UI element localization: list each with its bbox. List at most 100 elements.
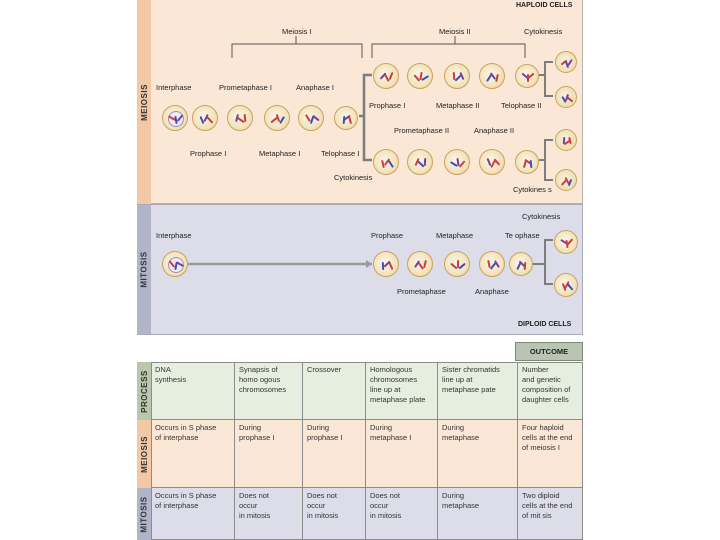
cell-illustration [192,105,218,131]
chromosome-shape [494,73,499,83]
cell-illustration [298,105,324,131]
chromosome-shape [566,96,574,103]
table-cell-process: Synapsis of homo ogous chromosomes [235,362,303,420]
cell-illustration [407,149,433,175]
label-interphase: Interphase [156,83,192,92]
table-cell-meiosis: Four haploid cells at the end of meiosis… [522,423,573,452]
chromosome-shape [458,160,466,168]
table-mitosis-side-label: MITOSIS [139,495,149,533]
meiosis-panel [137,0,583,204]
cell-illustration [162,105,188,131]
cell-illustration [509,252,533,276]
label-prophase-ii: Prophase I [369,101,406,110]
diploid-cells-header: DIPLOID CELLS [518,321,572,328]
haploid-cells-header: HAPLOID CELLS [516,2,573,9]
chromosome-shape [567,283,574,291]
label-prometaphase-i: Prometaphase I [219,83,272,92]
cell-illustration [407,63,433,89]
cell-illustration [264,105,290,131]
outcome-header: OUTCOME [515,342,583,361]
meiosis-row [137,420,583,488]
chromosome-shape [206,116,214,124]
cell-illustration [334,106,358,130]
cell-illustration [373,149,399,175]
cell-illustration [515,150,539,174]
process-side-bar: PROCESS [137,362,152,420]
label-anaphase-ii: Anaphase II [474,126,515,135]
table-cell-meiosis: During prophase I [303,420,366,488]
table-cell-mitosis: Does not occur in mitosis [366,488,438,540]
label-cytokinesis-bottom: Cytokines s [513,185,552,194]
label-metaphase-i: Metaphase I [259,149,301,158]
chromosome-shape [568,136,573,144]
table-meiosis-side-label: MEIOSIS [139,435,149,473]
chromosome-shape [567,238,574,246]
label-meiosis-ii: Meiosis II [439,27,471,36]
cell-illustration [554,273,578,297]
cell-illustration [444,149,470,175]
table-cell-process: DNA synthesis [151,362,235,420]
cell-illustration [479,63,505,89]
cell-illustration [555,129,577,151]
chromosome-shape [388,261,394,271]
cell-illustration [554,230,578,254]
table-cell-mitosis: Does not occur in mitosis [235,488,303,540]
table-cell-meiosis: During metaphase I [366,420,438,488]
table-meiosis-side-bar: MEIOSIS [137,420,152,488]
label-cytokinesis-mid: Cytokinesis [334,173,373,182]
table-cell-meiosis: During prophase I [235,420,303,488]
chromosome-shape [243,113,247,123]
table-cell-process: Number and genetic composition of daught… [522,365,571,404]
mitosis-label-telophase: Te ophase [505,231,540,240]
cell-illustration [479,149,505,175]
mitosis-label-prophase: Prophase [371,231,404,240]
label-cytokinesis-top: Cytokinesis [524,27,563,36]
table-cell-mitosis: During metaphase [438,488,518,540]
cell-illustration [555,86,577,108]
chromosome-shape [278,115,285,125]
cell-illustration [373,251,399,277]
cell-illustration [407,251,433,277]
label-prometaphase-ii: Prometaphase II [394,126,450,135]
table-mitosis-side-bar: MITOSIS [137,488,152,540]
cell-illustration [555,51,577,73]
label-metaphase-ii: Metaphase II [436,101,480,110]
label-telophase-ii: Telophase II [501,101,542,110]
cell-illustration [479,251,505,277]
process-row [137,362,583,420]
chromosome-shape [567,178,573,186]
mitosis-label-metaphase: Metaphase [436,231,474,240]
chromosome-shape [567,58,573,66]
mitosis-label-prometaphase: Prometaphase [397,287,446,296]
chromosome-shape [388,71,394,81]
chromosome-shape [348,116,353,124]
mitosis-label-cytokinesis: Cytokinesis [522,212,561,221]
mitosis-panel [137,204,583,335]
label-meiosis-i: Meiosis I [282,27,312,36]
mitosis-side-bar: MITOSIS [137,205,151,334]
meiosis-side-bar: MEIOSIS [137,0,151,204]
chromosome-shape [422,259,427,269]
table-cell-process: Homologous chromosomes line up at metaph… [366,362,438,420]
cell-illustration [444,63,470,89]
table-cell-meiosis: During metaphase [438,420,518,488]
table-cell-mitosis: Does not occur in mitosis [303,488,366,540]
mitosis-label-interphase: Interphase [156,231,192,240]
cell-illustration [555,169,577,191]
table-cell-process: Crossover [303,362,366,420]
label-telophase-i: Telophase I [321,149,360,158]
cell-illustration [227,105,253,131]
chromosome-shape [530,160,533,168]
table-cell-mitosis: Two diploid cells at the end of mit sis [522,491,573,520]
mitosis-label-anaphase: Anaphase [475,287,509,296]
table-cell-mitosis: Occurs in S phase of interphase [151,488,235,540]
chromosome-shape [423,157,426,167]
chromosome-shape [387,159,394,168]
cell-illustration [373,63,399,89]
table-cell-meiosis: Occurs in S phase of interphase [151,420,235,488]
chromosome-shape [524,262,527,270]
label-prophase-i: Prophase I [190,149,227,158]
cell-illustration [444,251,470,277]
cell-illustration [515,64,539,88]
